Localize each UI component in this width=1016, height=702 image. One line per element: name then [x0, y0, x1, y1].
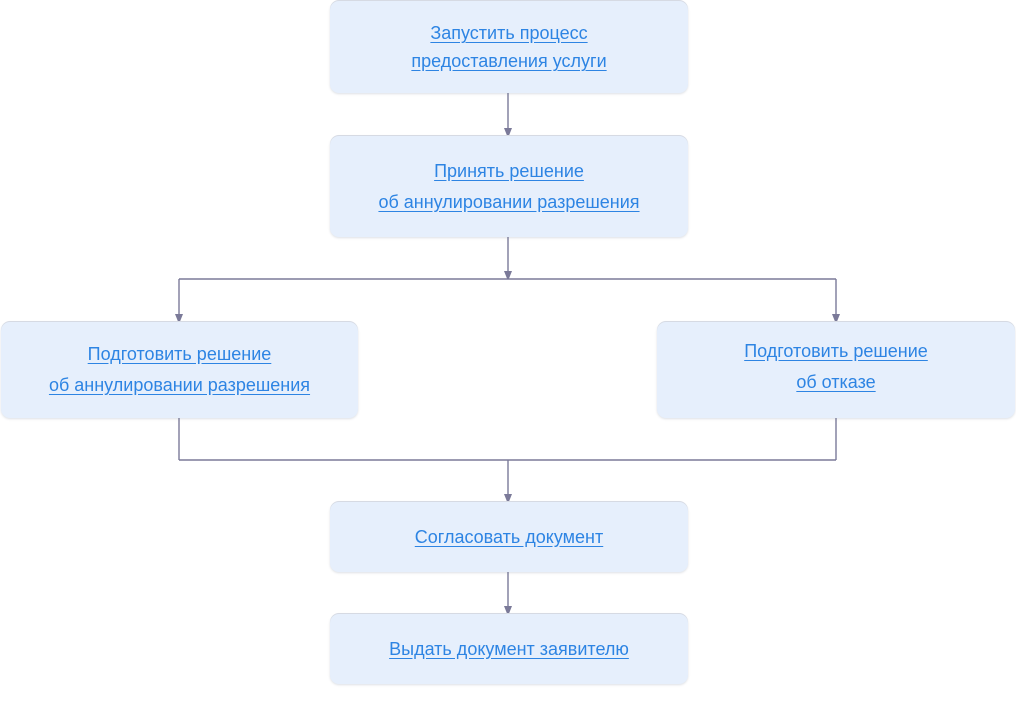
step-prepare-refusal-link-line1[interactable]: Подготовить решение — [744, 340, 928, 361]
step-prepare-annulment-link-line2[interactable]: об аннулировании разрешения — [48, 375, 311, 395]
step-prepare-refusal-link-line2[interactable]: об отказе — [796, 371, 876, 392]
step-start-process-link-line1[interactable]: Запустить процесс — [430, 23, 588, 43]
step-decide-annulment-link-line2[interactable]: об аннулировании разрешения — [378, 191, 640, 212]
step-prepare-annulment-link-line1[interactable]: Подготовить решение — [87, 344, 272, 364]
step-decide-annulment: Принять решение об аннулировании разреше… — [330, 136, 688, 237]
step-start-process-link-line2[interactable]: предоставления услуги — [411, 51, 607, 71]
step-start-process: Запустить процесс предоставления услуги — [330, 1, 688, 93]
step-prepare-refusal: Подготовить решение об отказе — [657, 322, 1015, 418]
step-approve-document-link[interactable]: Согласовать документ — [414, 526, 604, 547]
step-prepare-annulment: Подготовить решение об аннулировании раз… — [1, 322, 358, 418]
step-decide-annulment-link-line1[interactable]: Принять решение — [434, 160, 584, 181]
step-issue-document: Выдать документ заявителю — [330, 614, 688, 684]
step-approve-document: Согласовать документ — [330, 502, 688, 572]
step-issue-document-link[interactable]: Выдать документ заявителю — [389, 638, 629, 659]
